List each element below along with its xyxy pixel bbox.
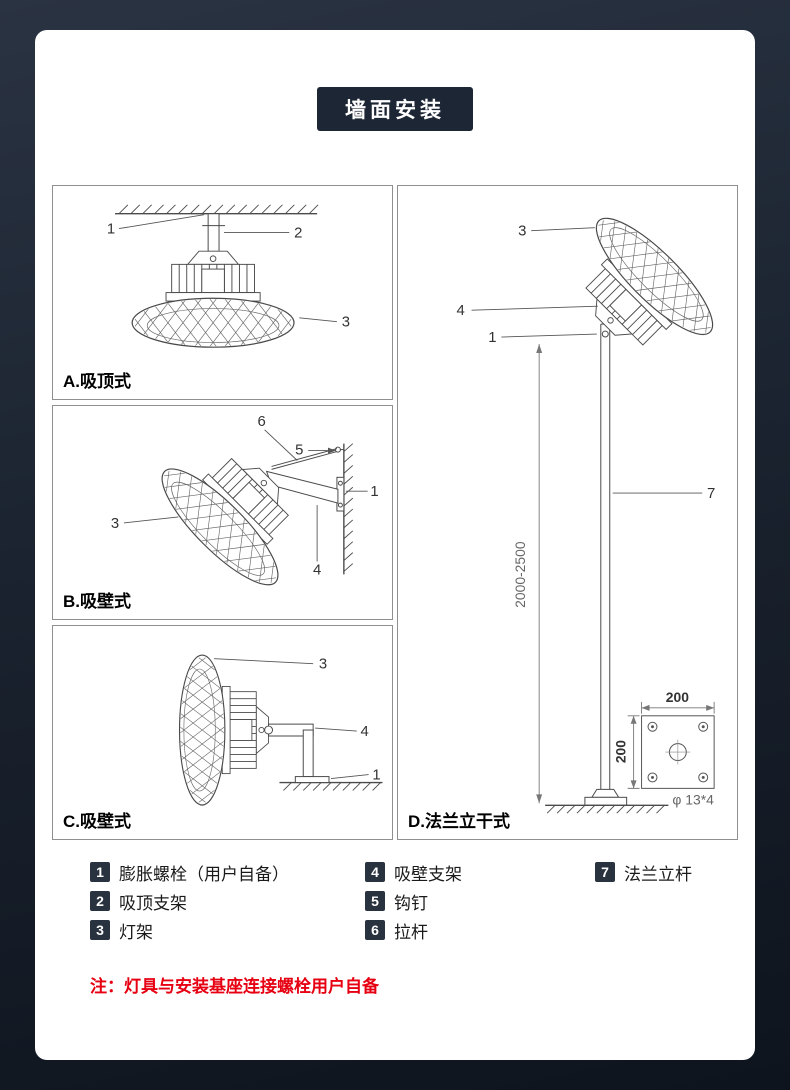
legend-num-3: 3: [90, 920, 110, 940]
callout-1: 1: [107, 222, 115, 238]
user-note: 注：灯具与安装基座连接螺栓用户自备: [90, 977, 379, 996]
lamp-wall-horizontal: [180, 643, 269, 817]
legend-label-3: 灯架: [119, 922, 153, 942]
panel-a-ceiling-mount: 1 2 3 A.吸顶式: [52, 185, 393, 400]
legend-label-7: 法兰立杆: [624, 864, 692, 884]
callout-3: 3: [111, 516, 119, 532]
lamp-wall-tilted: [139, 413, 334, 608]
legend-label-1: 膨胀螺栓（用户自备）: [119, 864, 289, 884]
panel-b-wall-mount: 6 5 1 3 4 B.吸壁式: [52, 405, 393, 620]
wall-surface: [343, 443, 354, 575]
legend-item-3: 3 灯架: [90, 920, 289, 942]
legend-column-2: 4 吸壁支架 5 钩钉 6 拉杆: [365, 862, 462, 942]
hook-nail: [334, 446, 341, 453]
pole-dimension: [536, 343, 543, 804]
panel-b-diagram: 6 5 1 3 4: [111, 406, 379, 619]
callout-3: 3: [518, 224, 526, 240]
panel-a-label: A.吸顶式: [63, 372, 131, 391]
lamp-pole-top: [541, 195, 736, 390]
callout-1: 1: [488, 330, 496, 346]
panel-d-flange-pole: 2000-2500 200 200: [397, 185, 738, 840]
callout-5: 5: [295, 443, 303, 459]
pole-height-dimension: 2000-2500: [512, 541, 528, 608]
callout-leader-lines: [471, 227, 703, 494]
legend-num-6: 6: [365, 920, 385, 940]
flange-width-dimension: 200: [666, 689, 689, 705]
legend-column-3: 7 法兰立杆: [595, 862, 692, 884]
callout-4: 4: [361, 724, 369, 740]
ceiling-surface: [115, 204, 319, 215]
arrowhead: [328, 447, 336, 454]
legend-label-4: 吸壁支架: [394, 864, 462, 884]
callout-leader-lines: [123, 429, 368, 562]
callout-3: 3: [319, 657, 327, 673]
panel-d-diagram: 2000-2500 200 200: [456, 186, 737, 814]
page-title: 墙面安装: [317, 87, 473, 131]
panel-a-diagram: 1 2 3: [107, 204, 350, 399]
legend-num-4: 4: [365, 862, 385, 882]
legend-label-5: 钩钉: [394, 893, 428, 913]
legend-item-7: 7 法兰立杆: [595, 862, 692, 884]
legend-column-1: 1 膨胀螺栓（用户自备） 2 吸顶支架 3 灯架: [90, 862, 289, 942]
mounting-surface: [279, 781, 383, 791]
callout-4: 4: [313, 562, 321, 578]
legend-label-2: 吸顶支架: [119, 893, 187, 913]
legend-label-6: 拉杆: [394, 922, 428, 942]
legend-item-1: 1 膨胀螺栓（用户自备）: [90, 862, 289, 884]
legend-num-1: 1: [90, 862, 110, 882]
legend-num-2: 2: [90, 891, 110, 911]
tie-rod: [271, 446, 344, 470]
panel-c-label: C.吸壁式: [63, 812, 131, 831]
legend-item-6: 6 拉杆: [365, 920, 462, 942]
callout-1: 1: [370, 484, 378, 500]
callout-6: 6: [257, 414, 265, 430]
panel-d-label: D.法兰立干式: [408, 812, 510, 831]
bolt-hole-dimension: φ 13*4: [672, 791, 714, 807]
callout-3: 3: [342, 315, 350, 331]
hinge-bolt: [264, 725, 274, 735]
content-card: 墙面安装 1 2 3: [35, 30, 755, 1060]
legend-item-2: 2 吸顶支架: [90, 891, 289, 913]
callout-leader-lines: [118, 214, 337, 323]
flange-depth-dimension: 200: [613, 740, 629, 763]
panel-c-wall-mount: 3 4 1 C.吸壁式: [52, 625, 393, 840]
pole-top-bolt: [601, 330, 609, 338]
flange-plate-detail: [627, 701, 715, 789]
callout-1: 1: [372, 768, 380, 784]
legend-num-7: 7: [595, 862, 615, 882]
lamp-ceiling: [119, 251, 307, 347]
callout-7: 7: [707, 486, 715, 502]
pole: [600, 323, 611, 790]
panel-b-label: B.吸壁式: [63, 592, 131, 611]
ceiling-mounting-rod: [202, 213, 225, 252]
wall-bracket-arm: [268, 723, 330, 784]
panel-c-diagram: 3 4 1: [53, 626, 383, 839]
legend-item-4: 4 吸壁支架: [365, 862, 462, 884]
ground-base: [545, 788, 669, 814]
callout-leader-lines: [214, 658, 369, 780]
callout-4: 4: [456, 303, 464, 319]
legend-item-5: 5 钩钉: [365, 891, 462, 913]
callout-2: 2: [294, 226, 302, 242]
legend-num-5: 5: [365, 891, 385, 911]
